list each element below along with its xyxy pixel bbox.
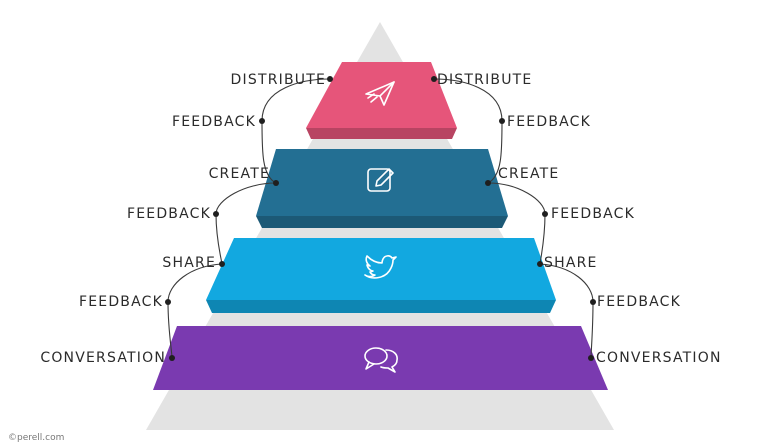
right-label-create: CREATE xyxy=(498,166,559,182)
right-label-feedback-1: FEEDBACK xyxy=(507,114,591,130)
pencil-edit-icon xyxy=(367,168,394,192)
left-label-distribute: DISTRIBUTE xyxy=(231,72,326,88)
right-label-share: SHARE xyxy=(544,255,598,271)
left-label-share: SHARE xyxy=(162,255,216,271)
right-label-feedback-3: FEEDBACK xyxy=(597,294,681,310)
right-label-feedback-2: FEEDBACK xyxy=(551,206,635,222)
connector-dots xyxy=(165,76,596,361)
chat-bubbles-icon xyxy=(364,347,398,373)
tier-conversation xyxy=(153,326,608,390)
left-label-feedback-1: FEEDBACK xyxy=(172,114,256,130)
credit-text: ©perell.com xyxy=(8,433,64,443)
left-label-create: CREATE xyxy=(209,166,270,182)
right-label-conversation: CONVERSATION xyxy=(596,350,722,366)
tier-create xyxy=(256,149,508,228)
twitter-bird-icon xyxy=(364,255,397,279)
left-label-feedback-2: FEEDBACK xyxy=(127,206,211,222)
paper-plane-icon xyxy=(365,81,395,106)
left-label-feedback-3: FEEDBACK xyxy=(79,294,163,310)
feedback-loop-connectors xyxy=(167,78,594,359)
left-label-conversation: CONVERSATION xyxy=(40,350,166,366)
right-label-distribute: DISTRIBUTE xyxy=(437,72,532,88)
tier-share xyxy=(206,238,556,313)
